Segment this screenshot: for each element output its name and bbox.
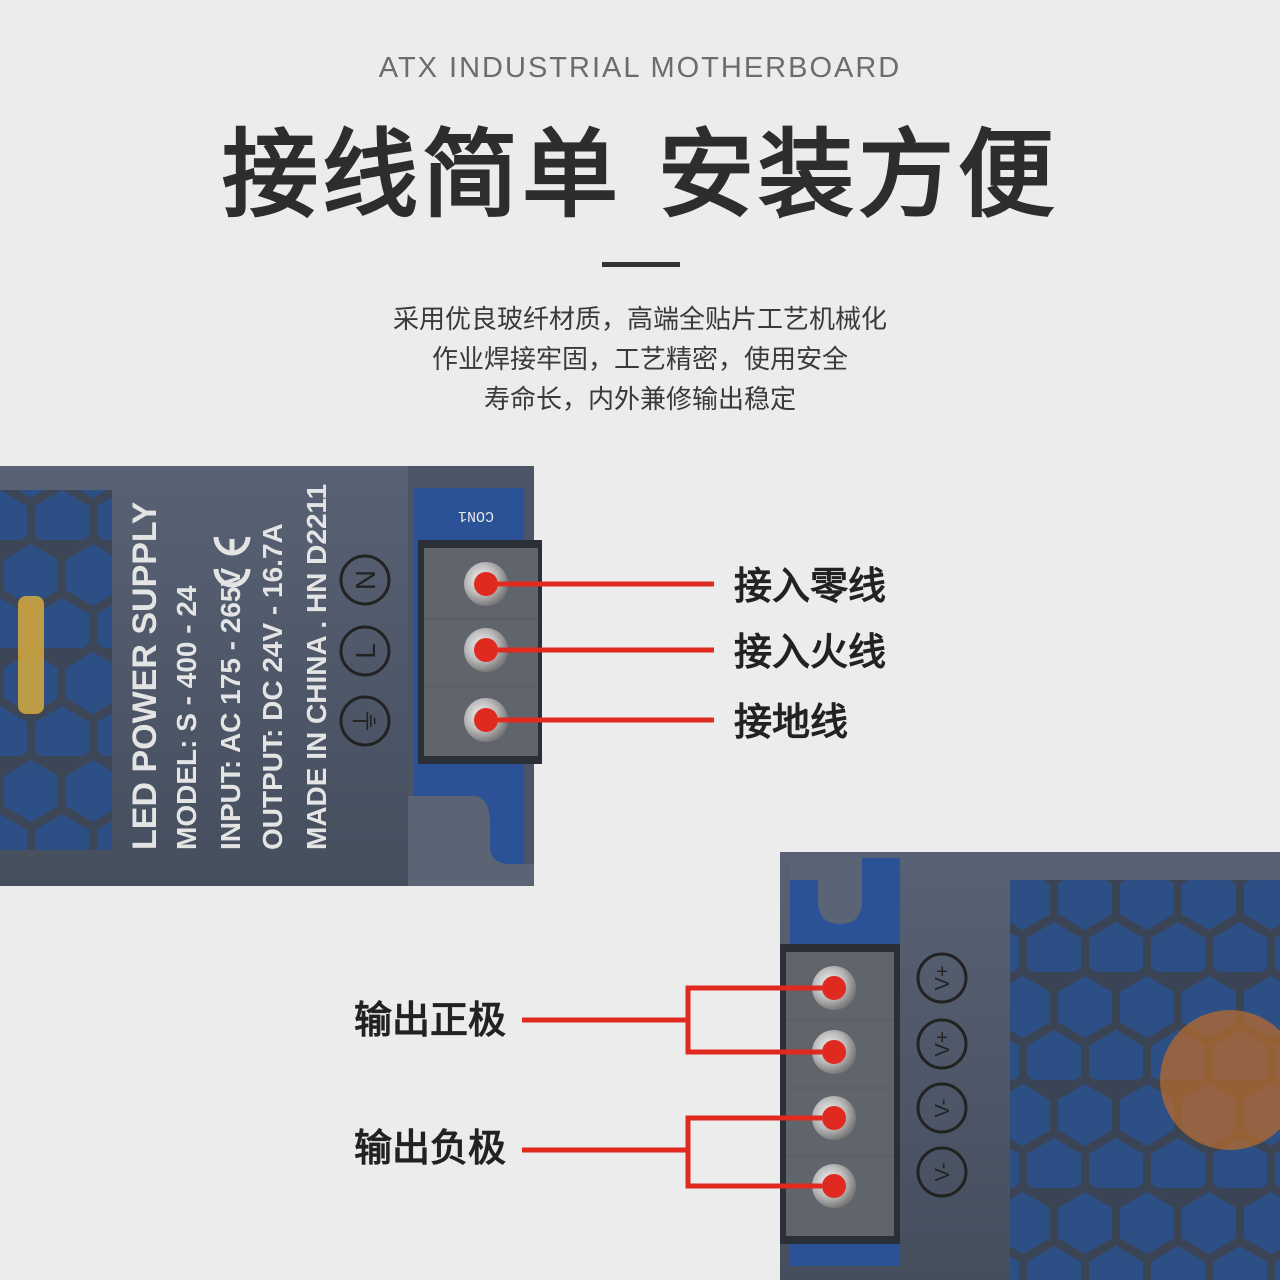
product-label-line: MODEL: S - 400 - 24 [171,585,202,850]
ground-wire-label: 接地线 [734,700,849,744]
negative-bracket-callout [522,1115,822,1189]
line-symbol: L [350,643,381,659]
output-negative-label: 输出负极 [354,1126,507,1170]
connector-label: CON1 [458,507,494,524]
output-power-supply-unit: V+ V+ V- V- [522,852,1280,1280]
input-vent-holes [0,490,112,850]
line-symbol-ring [339,625,391,677]
negative-marker-dot [822,1106,846,1130]
ground-marker-dot [474,708,498,732]
description-line: 采用优良玻纤材质，高端全贴片工艺机械化 [392,305,887,335]
negative-marker-dot [822,1174,846,1198]
ce-mark-icon [213,536,251,588]
positive-bracket-callout [522,985,822,1055]
english-subtitle: ATX INDUSTRIAL MOTHERBOARD [378,52,902,84]
output-positive-label: 输出正极 [354,998,507,1042]
vplus-symbol-ring [916,952,968,1004]
vminus-symbol-ring [916,1146,968,1198]
output-inductor-coil [1160,1010,1280,1150]
vminus-symbol: V- [932,1099,954,1118]
vminus-symbol-ring [916,1082,968,1134]
vplus-symbol: V+ [932,965,954,990]
neutral-symbol-ring [339,554,391,606]
vplus-symbol-ring [916,1018,968,1070]
neutral-symbol: N [350,570,381,590]
title-divider [602,262,680,267]
headline: 接线简单安装方便 [0,120,1280,230]
vminus-symbol: V- [932,1163,954,1182]
input-power-supply-unit: N L ⏚ CON1 LED POWER SUPPLY MODEL: S - 4… [0,466,714,886]
positive-marker-dot [822,1040,846,1064]
headline-part-2: 安装方便 [658,119,1058,231]
neutral-wire-label: 接入零线 [734,564,887,608]
line-marker-dot [474,638,498,662]
output-mount-tab [790,858,862,924]
vplus-symbol: V+ [932,1031,954,1056]
description: 采用优良玻纤材质，高端全贴片工艺机械化 作业焊接牢固，工艺精密，使用安全 寿命长… [0,300,1280,420]
description-line: 作业焊接牢固，工艺精密，使用安全 [431,345,848,375]
description-line: 寿命长，内外兼修输出稳定 [483,385,796,415]
product-label-line: OUTPUT: DC 24V - 16.7A [257,523,288,850]
ground-symbol-ring [339,695,391,747]
live-wire-label: 接入火线 [734,630,887,674]
ground-symbol: ⏚ [349,707,382,735]
product-label-line: MADE IN CHINA . HN D2211 [301,484,332,850]
product-label-line: INPUT: AC 175 - 265V [215,568,246,850]
product-label-line: LED POWER SUPPLY [126,501,164,850]
headline-part-1: 接线简单 [222,119,622,231]
input-capacitor [18,596,44,714]
input-mount-tab [408,796,534,886]
neutral-marker-dot [474,572,498,596]
positive-marker-dot [822,976,846,1000]
